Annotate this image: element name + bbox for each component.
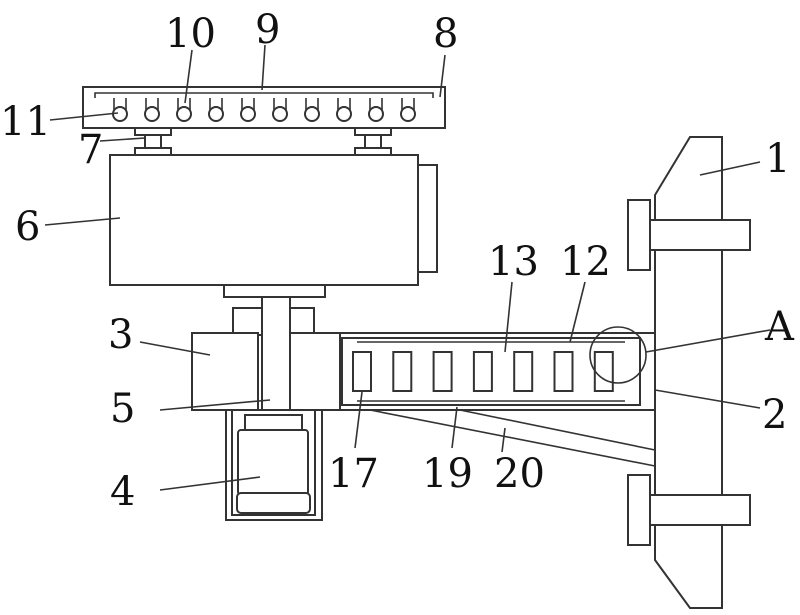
motor-housing bbox=[225, 409, 323, 521]
slide-block bbox=[191, 296, 341, 416]
supports bbox=[134, 127, 392, 156]
windows bbox=[352, 351, 614, 392]
roller bbox=[336, 106, 352, 122]
window-slot bbox=[472, 351, 493, 392]
mounting-plate bbox=[627, 136, 751, 609]
roller bbox=[176, 106, 192, 122]
rollers bbox=[112, 98, 416, 122]
label-9: 9 bbox=[255, 7, 280, 53]
label-3: 3 bbox=[108, 312, 133, 358]
label-1: 1 bbox=[765, 136, 790, 182]
window-slot bbox=[392, 351, 413, 392]
arm bbox=[339, 332, 656, 411]
leader-lines bbox=[44, 44, 771, 491]
window-slot bbox=[432, 351, 453, 392]
label-4: 4 bbox=[110, 469, 135, 515]
window-slot bbox=[593, 351, 614, 392]
top-plate bbox=[82, 86, 446, 129]
roller bbox=[144, 106, 160, 122]
roller bbox=[240, 106, 256, 122]
label-2: 2 bbox=[762, 392, 787, 438]
label-12: 12 bbox=[560, 239, 611, 285]
roller bbox=[208, 106, 224, 122]
roller bbox=[400, 106, 416, 122]
window-slot bbox=[352, 351, 372, 392]
label-13: 13 bbox=[488, 239, 539, 285]
label-20: 20 bbox=[494, 451, 545, 497]
main-box bbox=[109, 154, 438, 298]
brace bbox=[359, 407, 656, 467]
label-6: 6 bbox=[15, 204, 40, 250]
label-a: A bbox=[764, 304, 795, 350]
label-19: 19 bbox=[422, 451, 473, 497]
label-8: 8 bbox=[433, 11, 458, 57]
label-7: 7 bbox=[78, 127, 103, 173]
roller bbox=[272, 106, 288, 122]
label-17: 17 bbox=[328, 451, 379, 497]
roller bbox=[304, 106, 320, 122]
detail-circle-a bbox=[589, 326, 647, 384]
window-slot bbox=[553, 351, 574, 392]
window-slot bbox=[513, 351, 534, 392]
label-5: 5 bbox=[110, 386, 135, 432]
roller bbox=[368, 106, 384, 122]
label-10: 10 bbox=[165, 11, 216, 57]
label-11: 11 bbox=[0, 99, 51, 145]
